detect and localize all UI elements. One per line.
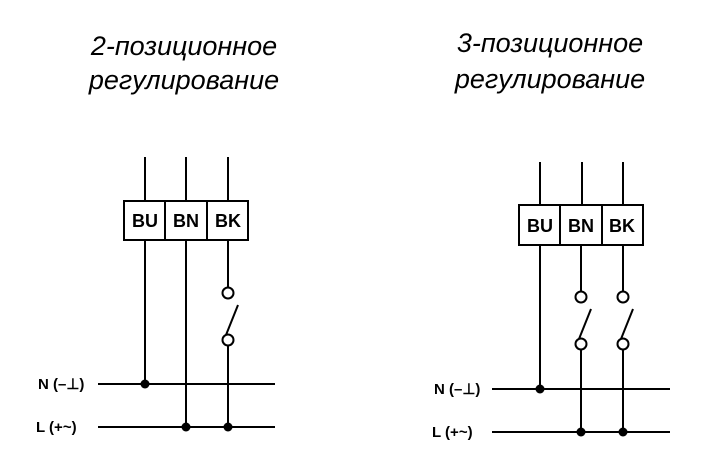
title-2pos-line2: регулирование bbox=[88, 65, 279, 95]
title-3pos-line1: 3-позиционное bbox=[457, 28, 643, 58]
junction-dot-bu-n-2pos bbox=[140, 379, 150, 389]
rail-neutral-label-2pos: N (–⊥) bbox=[38, 376, 84, 393]
diagram-3-position: 3-позиционное регулирование BU BN BK N (… bbox=[432, 28, 670, 441]
terminal-bu-2pos bbox=[123, 200, 166, 241]
switch-contact-bottom-bk-3pos bbox=[616, 337, 630, 351]
terminal-bu-label-3pos: BU bbox=[527, 216, 553, 236]
terminal-bn-label-3pos: BN bbox=[568, 216, 594, 236]
rail-live-label-2pos: L (+~) bbox=[36, 419, 77, 436]
junction-dot-bn-l-2pos bbox=[181, 422, 191, 432]
rail-neutral-label-3pos: N (–⊥) bbox=[434, 381, 480, 398]
switch-arm-bn-3pos bbox=[578, 308, 592, 340]
switch-contact-top-bn-3pos bbox=[574, 290, 588, 304]
switch-arm-bk-2pos bbox=[225, 304, 239, 336]
terminal-bk-label-2pos: BK bbox=[215, 211, 241, 231]
switch-arm-bk-3pos bbox=[620, 308, 634, 340]
switch-contact-bottom-bn-3pos bbox=[574, 337, 588, 351]
junction-dot-bk-l-2pos bbox=[223, 422, 233, 432]
terminal-bn-label-2pos: BN bbox=[173, 211, 199, 231]
title-3pos-line2: регулирование bbox=[454, 64, 645, 94]
title-2pos-line1: 2-позиционное bbox=[90, 31, 277, 61]
switch-contact-top-bk-3pos bbox=[616, 290, 630, 304]
junction-dot-bn-l-3pos bbox=[576, 427, 586, 437]
terminal-bu-3pos bbox=[518, 204, 561, 246]
terminal-bk-2pos bbox=[206, 200, 249, 241]
terminal-bn-2pos bbox=[164, 200, 208, 241]
diagram-2-position: 2-позиционное регулирование BU BN BK N (… bbox=[36, 31, 279, 436]
junction-dot-bk-l-3pos bbox=[618, 427, 628, 437]
junction-dot-bu-n-3pos bbox=[535, 384, 545, 394]
switch-contact-bottom-bk-2pos bbox=[221, 333, 235, 347]
switch-contact-top-bk-2pos bbox=[221, 286, 235, 300]
terminal-bk-label-3pos: BK bbox=[609, 216, 635, 236]
rail-live-label-3pos: L (+~) bbox=[432, 424, 473, 441]
terminal-bu-label-2pos: BU bbox=[132, 211, 158, 231]
